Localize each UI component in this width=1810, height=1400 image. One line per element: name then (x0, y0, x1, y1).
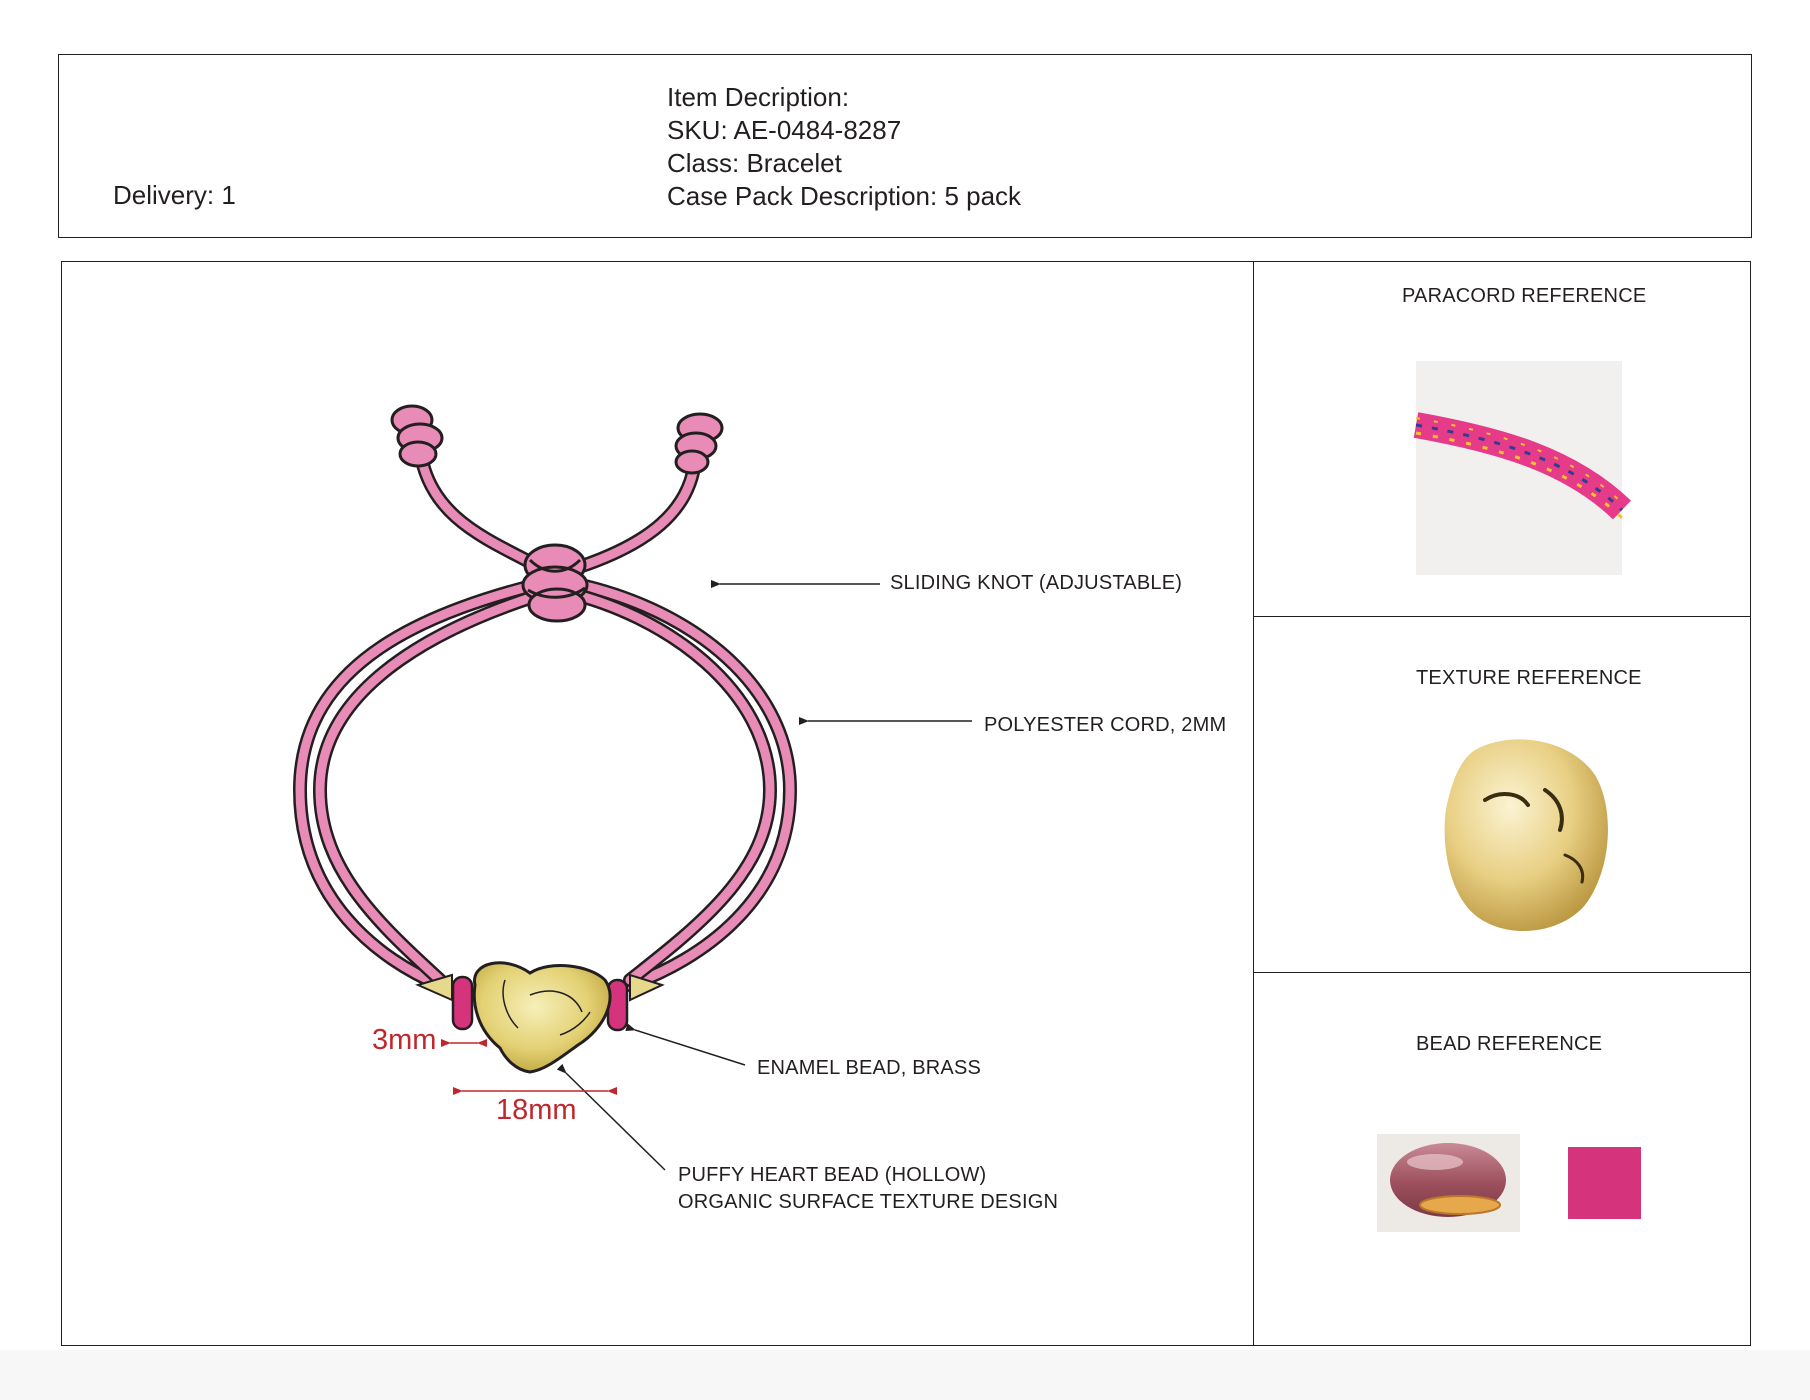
paracord-reference-title: PARACORD REFERENCE (1402, 285, 1647, 307)
sku-line: SKU: AE-0484-8287 (667, 115, 902, 145)
paracord-photo (1413, 361, 1632, 575)
callout-enamel-bead: ENAMEL BEAD, BRASS (757, 1057, 982, 1079)
callout-heart-bead-line2: ORGANIC SURFACE TEXTURE DESIGN (678, 1191, 1059, 1213)
enamel-bead-photo (1377, 1134, 1520, 1232)
enamel-bead-left (451, 975, 474, 1031)
leader-heart-bead (556, 1063, 666, 1171)
reference-panel: PARACORD REFERENCE TEXTURE REFERENCE BEA… (1253, 261, 1751, 1346)
right-end-knot (674, 412, 724, 475)
callout-heart-bead-line1: PUFFY HEART BEAD (HOLLOW) (678, 1164, 987, 1186)
leader-enamel-bead (625, 1023, 746, 1066)
item-description-block: Item Decription: SKU: AE-0484-8287 Class… (667, 81, 1021, 213)
class-line: Class: Bracelet (667, 148, 842, 178)
small-gold-spacer-right (629, 973, 665, 1002)
page-bottom-band (0, 1350, 1810, 1400)
dimension-3mm: 3mm (372, 1024, 437, 1056)
heart-bead (472, 961, 612, 1074)
texture-reference-cell: TEXTURE REFERENCE (1254, 617, 1750, 973)
left-end-knot (390, 404, 444, 468)
bead-reference-title: BEAD REFERENCE (1416, 1033, 1603, 1055)
enamel-bead-right (606, 978, 629, 1032)
drawing-frame (61, 261, 1751, 1346)
sliding-knot (521, 543, 589, 623)
texture-reference-title: TEXTURE REFERENCE (1416, 667, 1642, 689)
dimension-18mm: 18mm (496, 1094, 577, 1126)
cord-loop (292, 443, 798, 992)
spec-header: Delivery: 1 Item Decription: SKU: AE-048… (58, 54, 1752, 238)
item-description-title: Item Decription: (667, 82, 850, 112)
callout-sliding-knot: SLIDING KNOT (ADJUSTABLE) (890, 572, 1183, 594)
texture-nugget-photo (1444, 739, 1608, 932)
bead-reference-cell: BEAD REFERENCE (1254, 973, 1750, 1344)
callout-cord: POLYESTER CORD, 2MM (984, 714, 1227, 736)
delivery-label: Delivery: 1 (113, 180, 236, 210)
case-pack-line: Case Pack Description: 5 pack (667, 181, 1022, 211)
enamel-color-swatch (1568, 1147, 1641, 1219)
paracord-reference-cell: PARACORD REFERENCE (1254, 261, 1750, 617)
